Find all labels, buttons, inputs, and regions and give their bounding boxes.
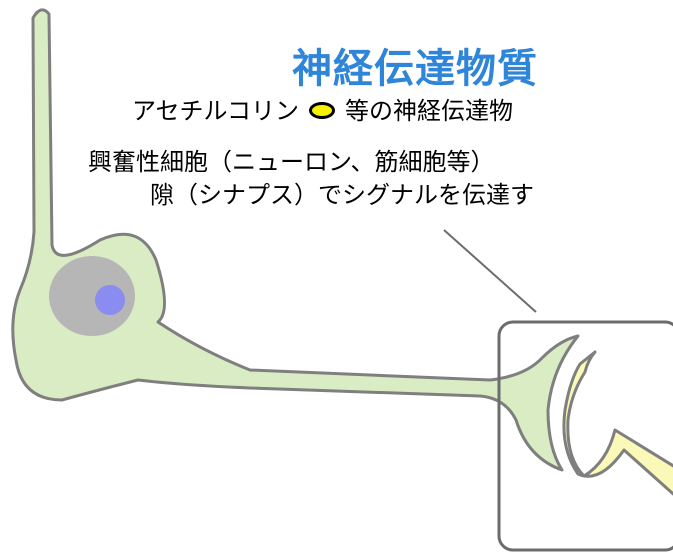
synapse-frame: [497, 320, 673, 552]
neuron-cell: [11, 8, 580, 472]
pointer-line: [443, 229, 537, 313]
postsynaptic-cell: [562, 350, 673, 502]
title: 神経伝達物質: [292, 46, 538, 92]
nucleolus: [95, 285, 125, 315]
description-line-1: アセチルコリン 等の神経伝達物: [132, 96, 513, 126]
description-line-2: 興奮性細胞（ニューロン、筋細胞等）: [88, 148, 495, 176]
description-line-1-prefix: アセチルコリン: [132, 97, 300, 125]
description-line-3: 隙（シナプス）でシグナルを伝達す: [150, 181, 534, 209]
description-line-1-suffix: 等の神経伝達物: [345, 97, 514, 125]
nucleus: [49, 256, 135, 336]
acetylcholine-icon: [309, 102, 336, 119]
